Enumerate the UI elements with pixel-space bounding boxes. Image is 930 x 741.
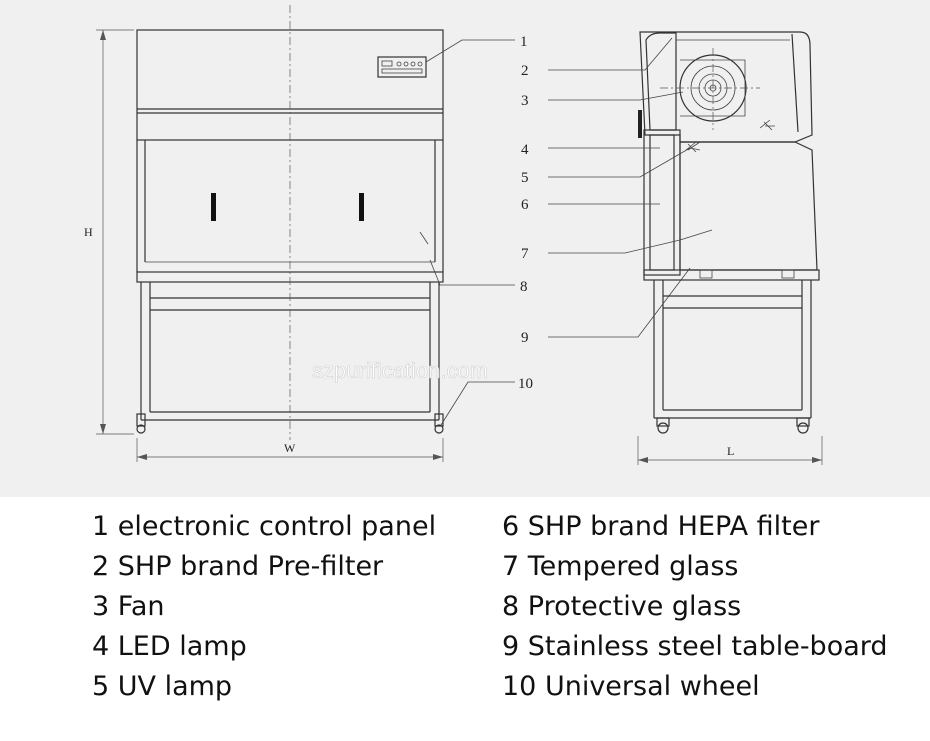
legend-item-7: 7 Tempered glass — [502, 551, 739, 582]
legend-item-8: 8 Protective glass — [502, 591, 742, 622]
callout-10: 10 — [518, 376, 533, 392]
legend-item-3: 3 Fan — [92, 591, 165, 622]
callout-5: 5 — [521, 170, 529, 186]
callout-leaders — [425, 37, 691, 426]
callout-8: 8 — [520, 279, 528, 295]
callout-numbers: 1 2 3 4 5 6 7 8 9 10 — [518, 34, 533, 392]
callout-9: 9 — [521, 330, 529, 346]
front-right-wheel — [434, 424, 444, 434]
legend-item-5: 5 UV lamp — [92, 671, 233, 702]
watermark: szpurification.com — [312, 358, 488, 383]
length-dimension-label: L — [727, 444, 734, 458]
callout-4: 4 — [521, 142, 529, 158]
legend-item-2: 2 SHP brand Pre-filter — [92, 551, 384, 582]
legend-item-1: 1 electronic control panel — [92, 511, 437, 542]
callout-7: 7 — [521, 246, 529, 262]
hepa-filter — [649, 134, 675, 271]
side-front-wheel — [657, 422, 669, 434]
legend-item-4: 4 LED lamp — [92, 631, 247, 662]
legend-item-10: 10 Universal wheel — [502, 671, 760, 702]
parts-legend: 1 electronic control panel 2 SHP brand P… — [0, 497, 930, 741]
width-dimension-label: W — [284, 441, 296, 455]
front-view: H W — [84, 5, 444, 462]
callout-3: 3 — [521, 93, 529, 109]
side-rear-wheel — [797, 422, 809, 434]
control-panel — [377, 56, 427, 78]
side-view: L — [637, 31, 823, 465]
left-handle — [211, 193, 216, 221]
drawing-svg: H W — [84, 5, 823, 465]
callout-1: 1 — [520, 34, 528, 50]
callout-6: 6 — [521, 197, 529, 213]
right-handle — [359, 193, 364, 221]
callout-2: 2 — [521, 63, 529, 79]
legend-item-6: 6 SHP brand HEPA filter — [502, 511, 820, 542]
height-dimension-label: H — [84, 225, 93, 239]
side-work-surface — [643, 269, 820, 281]
side-upper-cabinet — [639, 31, 813, 143]
front-left-wheel — [136, 424, 146, 434]
technical-drawing: H W — [0, 0, 930, 497]
legend-item-9: 9 Stainless steel table-board — [502, 631, 888, 662]
